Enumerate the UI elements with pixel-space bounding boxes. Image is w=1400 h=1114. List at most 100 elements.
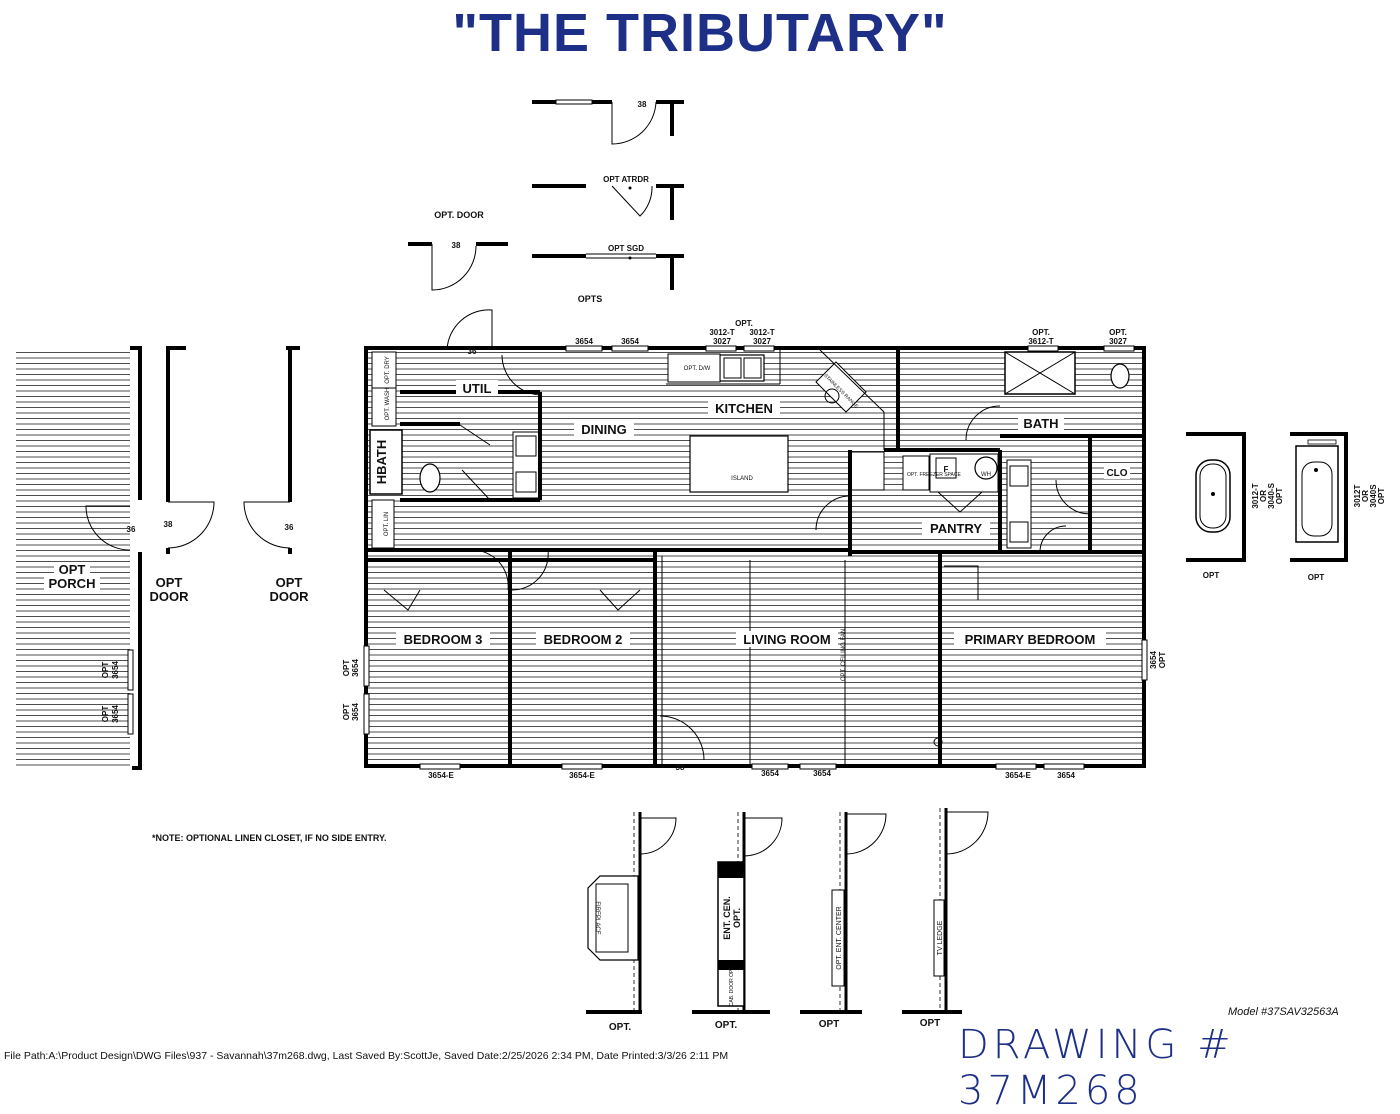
tub-window-label: 3040-S [1267,482,1276,508]
opt-door-label: DOOR [270,589,310,604]
opt-lin-label: OPT. LIN [384,512,390,536]
window-label: 3027 [713,337,731,346]
tub-window-label: OR [1259,490,1268,502]
opt-freezer-label: OPT. FREEZER SPACE [907,472,961,478]
file-path: File Path:A:\Product Design\DWG Files\93… [4,1050,729,1062]
top-door-options: 38 OPT ATRDR OPT SGD 38 OPT. DOOR OPTS [408,99,684,304]
opt-dw-label: OPT. D/W [684,366,711,372]
water-heater [974,456,998,480]
window-label: 3654 [351,703,360,721]
room-label-primary: PRIMARY BEDROOM [965,632,1096,647]
range [815,361,867,413]
tub-window-label: OPT [1275,488,1284,505]
window-label: 3654-E [428,771,454,780]
door-size-label: 36 [285,523,294,532]
opt-wash-label: OPT. WASH [385,388,391,421]
tub-opt-label: OPT [1308,573,1325,582]
window-label: 3654 [111,661,120,679]
opt-porch-label: OPT [59,562,86,577]
window-label: 3654-E [1005,771,1031,780]
linen-closet-note: *NOTE: OPTIONAL LINEN CLOSET, IF NO SIDE… [152,833,387,843]
fireplace-option: FIREPLACE OPT. [586,812,677,1033]
room-label-bath: BATH [1023,416,1058,431]
opt-label: OPT. [609,1022,631,1033]
left-porch-options: 36 38 36 OPT PORCH OPT DOOR OPT DOOR OPT… [16,346,310,770]
opt-porch-label: PORCH [49,576,96,591]
tub-window-label: 3040S [1369,484,1378,508]
door-size-label: 36 [127,525,136,534]
opt-door-label: OPT [156,575,183,590]
opt-label: OPT [819,1019,840,1030]
furnace-label: F [944,465,949,474]
room-label-kitchen: KITCHEN [715,401,773,416]
kitchen-sink [719,354,765,382]
ent-cen-label: ENT. CEN. [722,896,732,940]
window-label: 3654 [761,769,779,778]
window-label: OPT. [1032,328,1050,337]
cab-door-label: CAB. DOOR OPT. [729,966,735,1007]
opt-door-label: OPT. DOOR [434,210,484,220]
tub-window-label: 3012T [1353,485,1362,508]
opts-label: OPTS [578,294,603,304]
tub-window-label: OPT [1377,488,1386,505]
floor-plan: UTIL DINING KITCHEN BATH PANTRY CLO BEDR… [16,99,1386,1033]
door-size-label: 38 [452,241,461,250]
ceiling-fan-label: OPT. CEILING FAN [841,629,847,681]
ent-cen-option: ENT. CEN. OPT. CAB. DOOR OPT. OPT. [692,812,783,1031]
fireplace-label: FIREPLACE [594,901,600,934]
room-label-bedroom2: BEDROOM 2 [544,632,623,647]
window-label: OPT. [1109,328,1127,337]
window-label: 3654 [111,705,120,723]
right-tub-options: OPT OPT 3012-T OR 3040-S OPT 3012T OR 30… [1186,432,1386,582]
opt-label: OPT [920,1018,941,1029]
tv-ledge-option: TV LEDGE OPT [902,808,989,1029]
opt-sgd-label: OPT SGD [608,244,644,253]
furnace [935,457,957,479]
drawing-number: DRAWING # 37M268 [958,1022,1235,1114]
window-label: 3654 [621,337,639,346]
window-label: OPT. [735,319,753,328]
door-size-label: 38 [164,520,173,529]
room-label-hbath: HBATH [374,440,389,485]
opt-door-label: OPT [276,575,303,590]
ent-center-option: OPT. ENT. CENTER OPT [800,812,887,1030]
hbath-tub [369,429,403,495]
island-label: ISLAND [731,476,753,482]
room-label-bedroom3: BEDROOM 3 [404,632,483,647]
room-label-util: UTIL [463,381,492,396]
door-size-label: 38 [638,100,647,109]
plan-title: "THE TRIBUTARY" [452,3,948,63]
ent-cen-label: OPT. [732,908,742,928]
wh-label: WH [981,472,991,478]
room-label-dining: DINING [581,422,627,437]
room-label-living: LIVING ROOM [743,632,830,647]
window-label: 3654-E [569,771,595,780]
model-number: Model #37SAV32563A [1228,1006,1339,1018]
window-label: 3654 [813,769,831,778]
window-label: OPT [101,662,110,679]
window-label: 3027 [1109,337,1127,346]
window-label: 3012-T [749,328,774,337]
opt-atrdr-label: OPT ATRDR [603,175,649,184]
tub-opt-label: OPT [1203,571,1220,580]
window-label: 3654 [575,337,593,346]
tub-window-label: OR [1361,490,1370,502]
room-label-pantry: PANTRY [930,521,982,536]
main-house: UTIL DINING KITCHEN BATH PANTRY CLO BEDR… [342,309,1167,780]
window-label: OPT [1158,652,1167,669]
bath-toilet [1110,363,1130,389]
window-label: OPT [342,660,351,677]
window-label: 3654 [1057,771,1075,780]
door-label: 38 [676,763,685,772]
window-label: OPT [342,704,351,721]
window-label: 3654 [1149,651,1158,669]
window-label: 3012-T [709,328,734,337]
room-label-clo: CLO [1106,468,1127,479]
tv-ledge-label: TV LEDGE [937,920,944,955]
door-label: 36 [468,347,477,356]
window-label: 3612-T [1028,337,1053,346]
opt-door-label: DOOR [150,589,190,604]
window-label: 3654 [351,659,360,677]
ent-center-label: OPT. ENT. CENTER [836,906,843,969]
window-label: OPT [101,706,110,723]
